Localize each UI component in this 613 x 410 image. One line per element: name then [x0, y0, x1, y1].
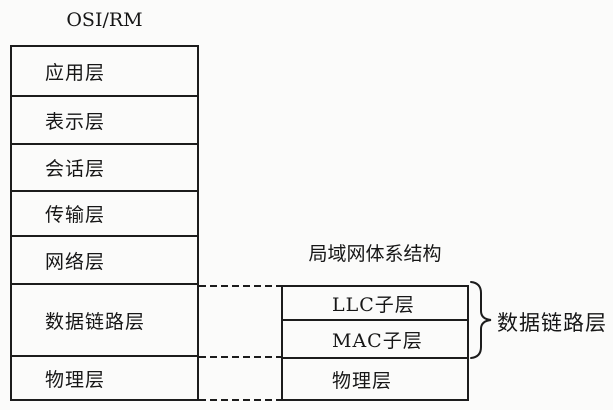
layer-label: 应用层	[45, 61, 106, 84]
osi-layer-physical: 物理层	[10, 355, 199, 401]
layer-label: LLC子层	[332, 293, 415, 316]
layer-label: 网络层	[45, 250, 106, 273]
osi-layer-presentation: 表示层	[10, 95, 199, 145]
layer-label: 会话层	[45, 158, 106, 180]
lan-layer-physical: 物理层	[281, 357, 469, 401]
osi-layer-transport: 传输层	[10, 190, 199, 237]
lan-layer-stack: LLC子层 MAC子层 物理层	[281, 285, 469, 401]
layer-label: 物理层	[332, 369, 393, 392]
layer-label: 物理层	[45, 368, 106, 391]
lan-architecture-title: 局域网体系结构	[308, 243, 442, 265]
layer-label: 传输层	[45, 204, 106, 226]
osi-layer-network: 网络层	[10, 235, 199, 285]
osi-layer-application: 应用层	[10, 45, 199, 97]
osi-layer-stack: 应用层 表示层 会话层 传输层 网络层 数据链路层 物理层	[10, 45, 199, 401]
layer-label: MAC子层	[332, 329, 423, 352]
right-brace-icon	[470, 281, 492, 359]
layer-label: 数据链路层	[45, 310, 146, 333]
osi-layer-session: 会话层	[10, 143, 199, 192]
dashed-connector-lines	[199, 285, 281, 401]
osi-model-title: OSI/RM	[66, 9, 143, 31]
lan-layer-llc: LLC子层	[281, 285, 469, 321]
lan-layer-mac: MAC子层	[281, 319, 469, 359]
brace-label-datalink: 数据链路层	[497, 311, 607, 335]
osi-layer-datalink: 数据链路层	[10, 283, 199, 357]
layer-label: 表示层	[45, 110, 106, 133]
